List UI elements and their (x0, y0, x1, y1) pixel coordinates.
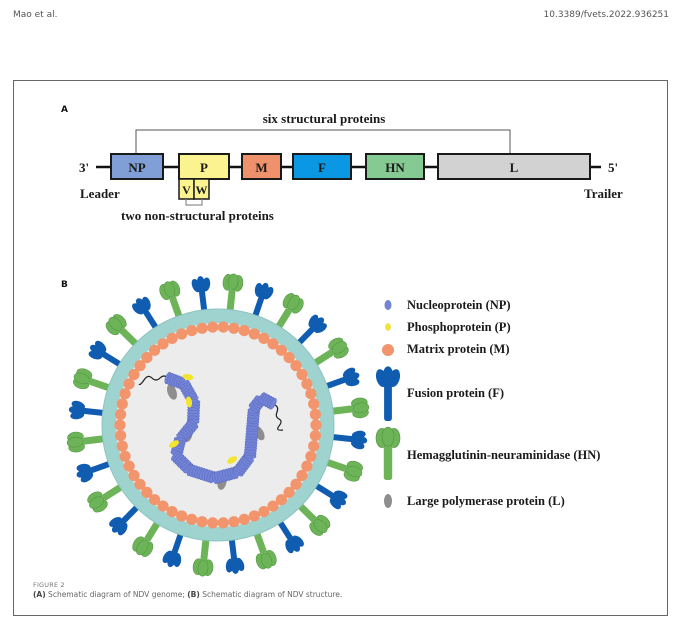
structural-bracket (135, 129, 511, 154)
gene-label: NP (128, 160, 145, 175)
figure-caption: (A) Schematic diagram of NDV genome; (B)… (33, 590, 342, 599)
gene-box-np: NP (110, 153, 164, 180)
gene-box-m: M (241, 153, 282, 180)
end-3-prime: 3' (79, 160, 89, 175)
gene-box-v: V (178, 178, 195, 200)
caption-b-tag: (B) (187, 590, 200, 599)
gene-label: HN (385, 160, 405, 175)
gene-box-hn: HN (365, 153, 425, 180)
header-authors: Mao et al. (13, 10, 58, 20)
gene-box-p: P (178, 153, 230, 180)
figure-frame (13, 80, 668, 616)
gene-label: V (182, 183, 191, 197)
structural-bracket-label: six structural proteins (263, 111, 386, 126)
nonstructural-bracket-label: two non-structural proteins (121, 208, 274, 223)
gene-box-w: W (193, 178, 210, 200)
gene-label: P (200, 160, 208, 175)
header-doi[interactable]: 10.3389/fvets.2022.936251 (543, 10, 669, 20)
panel-b-label: B (61, 280, 68, 290)
caption-a-tag: (A) (33, 590, 46, 599)
caption-b-text: Schematic diagram of NDV structure. (199, 590, 343, 599)
end-5-prime: 5' (608, 160, 618, 175)
nonstructural-bracket (185, 199, 203, 206)
gene-box-f: F (292, 153, 352, 180)
panel-a-label: A (61, 105, 68, 115)
figure-label: FIGURE 2 (33, 581, 65, 589)
caption-a-text: Schematic diagram of NDV genome; (45, 590, 188, 599)
gene-box-l: L (437, 153, 591, 180)
trailer-label: Trailer (584, 186, 623, 201)
gene-label: M (255, 160, 267, 175)
gene-label: L (510, 160, 519, 175)
gene-label: F (318, 160, 326, 175)
leader-label: Leader (80, 186, 120, 201)
gene-label: W (196, 183, 208, 197)
genome-diagram: six structural proteins 3' 5' Leader Tra… (79, 111, 623, 223)
